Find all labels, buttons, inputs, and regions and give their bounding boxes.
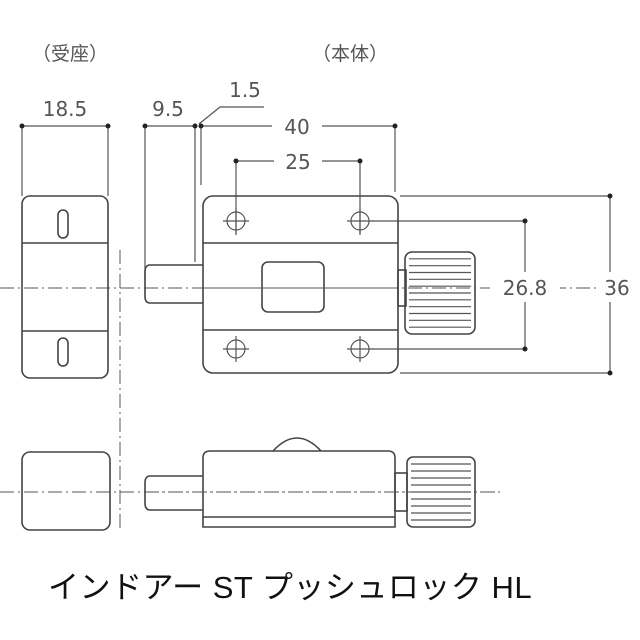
product-title: インドアー ST プッシュロック HL (48, 570, 533, 605)
body-label: （本体） (312, 43, 388, 65)
body-front-view (202, 195, 399, 374)
dim-body-height: 36 (400, 193, 640, 376)
dim-hole-pitch-h: 25 (233, 150, 363, 235)
svg-text:1.5: 1.5 (229, 78, 261, 102)
dim-gap: 1.5 (198, 78, 264, 125)
svg-text:9.5: 9.5 (152, 97, 184, 121)
body-side-view (144, 437, 500, 528)
svg-text:40: 40 (284, 115, 309, 139)
strike-side-view (21, 451, 111, 531)
bolt (144, 264, 203, 304)
dim-strike-width: 18.5 (19, 97, 111, 196)
svg-text:36: 36 (604, 276, 629, 300)
strike-front-view (21, 195, 109, 379)
knob-front (397, 251, 476, 335)
svg-text:18.5: 18.5 (43, 97, 88, 121)
svg-text:25: 25 (285, 150, 310, 174)
strike-label: （受座） (32, 43, 108, 65)
dim-body-length: 40 (198, 115, 398, 192)
dim-bolt-projection: 9.5 (142, 97, 198, 280)
dim-hole-pitch-v: 26.8 (372, 218, 560, 352)
svg-text:26.8: 26.8 (503, 276, 548, 300)
